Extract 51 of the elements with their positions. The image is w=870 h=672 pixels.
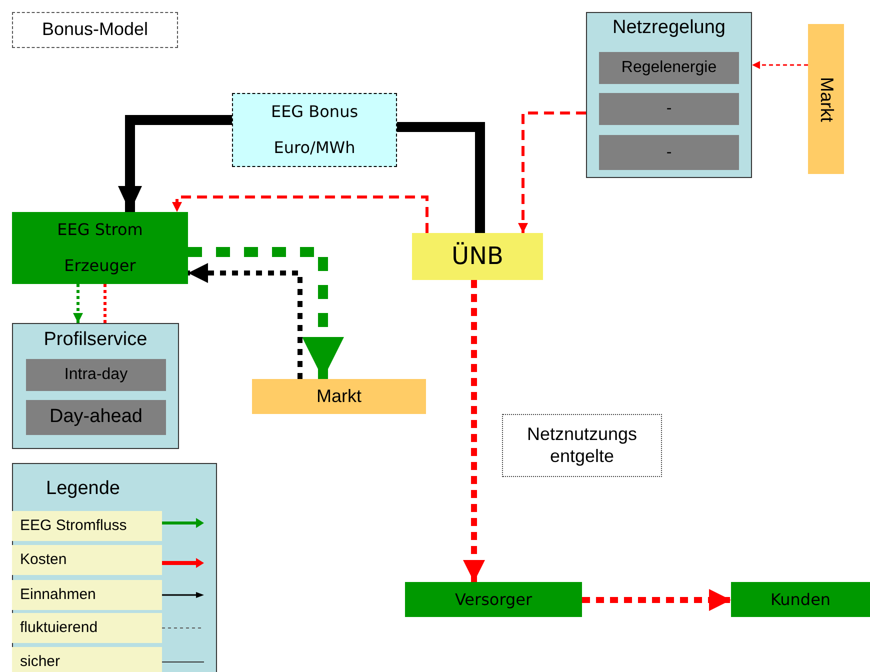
panel [12, 323, 179, 449]
node-label: Kunden [770, 590, 831, 610]
arrow [118, 115, 232, 212]
title-box [12, 12, 178, 48]
market-box [252, 379, 426, 414]
legend-title: Legende [46, 478, 120, 500]
market-box [808, 24, 844, 174]
node-label: - [666, 99, 672, 119]
arrow [188, 247, 344, 379]
legend-label: sicher [12, 647, 162, 672]
node-label: Markt [816, 76, 837, 122]
legend-label: Einnahmen [12, 580, 162, 610]
node-label: EEG Bonus [270, 102, 358, 122]
item-box [26, 400, 166, 435]
item-box [599, 135, 739, 170]
node-label: Netzregelung [612, 17, 726, 40]
customer-box [731, 582, 870, 617]
arrow [73, 284, 83, 323]
arrow [752, 61, 808, 69]
node-label: Profilservice [44, 329, 148, 352]
note-box [502, 414, 662, 477]
node-label: Markt [316, 386, 362, 408]
bonus-box [232, 93, 397, 167]
node-label: Netznutzungs entgelte [526, 424, 638, 468]
node-label: Versorger [454, 590, 532, 610]
node-label: - [666, 142, 672, 162]
item-box [26, 359, 166, 391]
node-label: Euro/MWh [274, 138, 356, 158]
node-label: ÜNB [452, 242, 504, 271]
connector-line [104, 284, 106, 323]
operator-box [412, 233, 543, 280]
node-label: Erzeuger [64, 256, 136, 276]
producer-box [12, 212, 188, 284]
arrow [518, 112, 586, 233]
legend-label: Kosten [12, 545, 162, 575]
supplier-box [405, 582, 582, 617]
arrow [463, 280, 485, 582]
legend-label: EEG Stromfluss [12, 511, 162, 541]
legend-label: fluktuierend [12, 613, 162, 643]
arrow [172, 196, 428, 233]
node-label: Day-ahead [50, 406, 142, 429]
panel [586, 12, 752, 178]
node-label: Intra-day [64, 365, 128, 385]
node-label: Regelenergie [621, 58, 717, 78]
node-label: EEG Strom [57, 220, 143, 240]
item-box [599, 93, 739, 125]
item-box [599, 52, 739, 84]
arrow [582, 589, 731, 611]
connector-line [397, 122, 485, 233]
arrow [188, 263, 302, 379]
node-label: Bonus-Model [42, 19, 148, 41]
